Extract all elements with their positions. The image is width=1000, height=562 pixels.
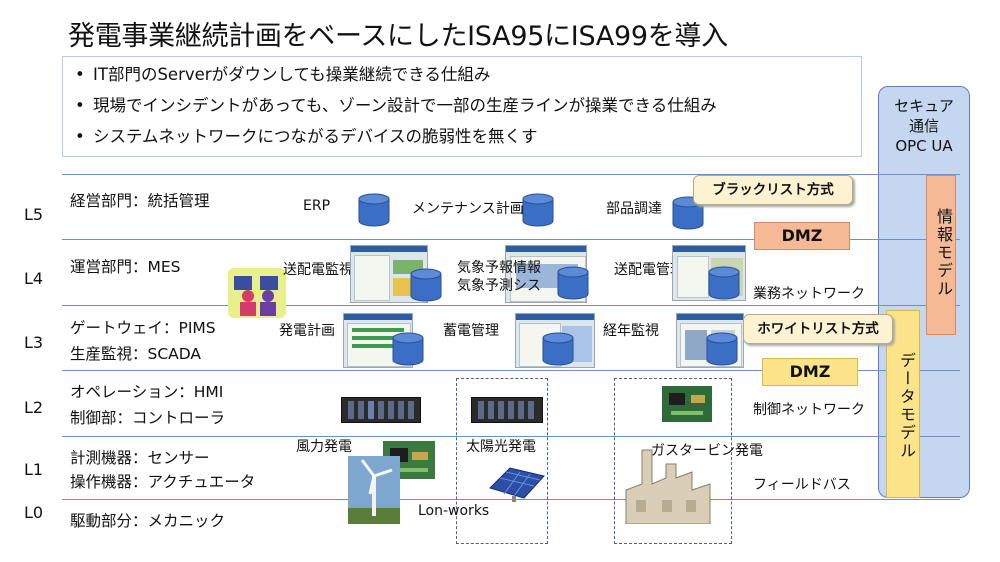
database-icon (358, 193, 390, 227)
database-icon (410, 268, 442, 302)
level-id: L1 (24, 460, 44, 479)
level-label: 計測機器：センサー (70, 449, 210, 467)
level-divider (62, 436, 960, 437)
dmz-lower: DMZ (762, 358, 858, 386)
database-icon (708, 266, 740, 300)
fieldbus-label: フィールドバス (753, 477, 851, 493)
system-label-storage-mgmt: 蓄電管理 (443, 323, 499, 339)
level-divider (62, 239, 960, 240)
solar-zone (456, 378, 548, 544)
level-divider (62, 370, 960, 371)
gas-turbine-zone (614, 378, 732, 544)
dmz-upper: DMZ (754, 222, 850, 250)
plant-label-wind: 風力発電 (296, 439, 352, 455)
system-label-transmission-mgmt: 送配電管理 (614, 262, 684, 278)
level-id: L0 (24, 503, 44, 522)
system-label-erp: ERP (303, 198, 331, 214)
level-label: 操作機器：アクチュエータ (70, 473, 256, 491)
solar-panel-icon (489, 467, 545, 502)
database-icon (522, 193, 554, 227)
data-model-label: データモデル (897, 352, 916, 460)
secure-communication-label: セキュア 通信 OPC UA (894, 97, 954, 155)
system-label-weather-info: 気象予報情報 (457, 260, 541, 276)
level-divider (62, 305, 960, 306)
data-model-bar (886, 310, 920, 498)
system-label-aging-monitor: 経年監視 (603, 323, 659, 339)
plc-controller-icon (341, 397, 421, 423)
database-icon (706, 332, 738, 366)
goal-item: •システムネットワークにつながるデバイスの脆弱性を無くす (75, 127, 538, 146)
level-divider (62, 499, 960, 500)
plc-controller-icon (471, 397, 543, 423)
level-id: L5 (24, 205, 44, 224)
level-label: 生産監視：SCADA (70, 345, 202, 363)
wind-turbine-icon (348, 456, 400, 524)
goal-item: •現場でインシデントがあっても、ゾーン設計で一部の生産ラインが操業できる仕組み (75, 96, 717, 115)
goals-box: •IT部門のServerがダウンしても操業継続できる仕組み •現場でインシデント… (62, 56, 862, 157)
business-network-label: 業務ネットワーク (753, 286, 865, 302)
system-label-weather-forecast: 気象予測シス (457, 278, 541, 294)
lonworks-label: Lon-works (418, 503, 490, 519)
page-title: 発電事業継続計画をベースにしたISA95にISA99を導入 (68, 21, 728, 52)
gas-turbine-plant-icon (625, 449, 711, 524)
goal-item: •IT部門のServerがダウンしても操業継続できる仕組み (75, 65, 491, 84)
level-label: 経営部門：統括管理 (70, 192, 210, 210)
level-id: L3 (24, 333, 44, 352)
info-model-bar (926, 175, 956, 335)
plant-label-solar: 太陽光発電 (466, 439, 536, 455)
level-id: L4 (24, 269, 44, 288)
info-model-label: 情報モデル (934, 208, 953, 298)
level-label: 駆動部分：メカニック (70, 512, 226, 530)
operator-illustration-icon (228, 268, 286, 318)
circuit-board-icon (662, 386, 712, 422)
level-label: ゲートウェイ：PIMS (70, 319, 216, 337)
system-label-maintenance: メンテナンス計画 (412, 201, 524, 217)
level-label: 制御部：コントローラ (70, 409, 226, 427)
blacklist-callout: ブラックリスト方式 (693, 175, 853, 205)
system-label-parts: 部品調達 (606, 201, 662, 217)
control-network-label: 制御ネットワーク (753, 402, 865, 418)
level-id: L2 (24, 398, 44, 417)
level-label: オペレーション：HMI (70, 383, 224, 401)
level-divider (62, 174, 960, 175)
system-label-transmission-monitor: 送配電監視 (283, 262, 353, 278)
database-icon (557, 266, 589, 300)
system-label-generation-plan: 発電計画 (279, 323, 335, 339)
level-label: 運営部門：MES (70, 258, 181, 276)
database-icon (392, 332, 424, 366)
plant-label-gas-turbine: ガスタービン発電 (651, 443, 763, 459)
database-icon (542, 332, 574, 366)
whitelist-callout: ホワイトリスト方式 (743, 314, 893, 344)
